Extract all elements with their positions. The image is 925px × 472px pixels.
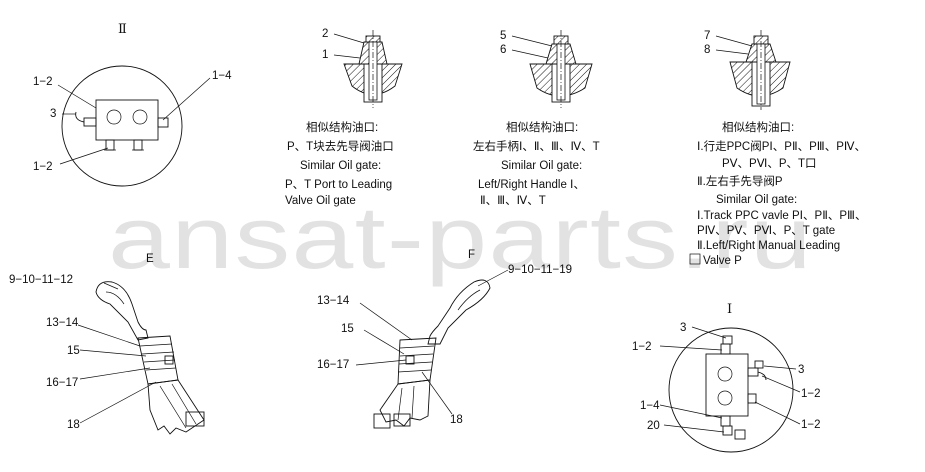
callout-18-left: 18 xyxy=(67,419,80,431)
callout-1: 1 xyxy=(322,49,328,61)
fitting-section-2: 5 6 xyxy=(500,30,593,108)
view-ii-title: Ⅱ xyxy=(118,21,127,36)
note-left: 相似结构油口: P、T块去先导阀油口 Similar Oil gate: P、T… xyxy=(285,120,394,207)
note-middle: 相似结构油口: 左右手柄Ⅰ、Ⅱ、Ⅲ、Ⅳ、T Similar Oil gate: … xyxy=(473,120,600,207)
note-right-line-2: Ⅰ.行走PPC阀PⅠ、PⅡ、PⅢ、PⅣ、 xyxy=(697,139,866,153)
note-left-line-4: P、T Port to Leading xyxy=(285,179,392,191)
view-e-title: E xyxy=(146,253,154,265)
callout-1-2-i-left: 1−2 xyxy=(632,341,652,353)
view-i-detail: Ⅰ 3 1−2 3 1−2 1−4 20 1−2 xyxy=(632,301,821,453)
view-ii-detail: Ⅱ 1−2 3 1−4 1−2 xyxy=(33,21,232,187)
note-right-line-1: 相似结构油口: xyxy=(722,120,794,134)
callout-20-i: 20 xyxy=(647,420,660,432)
callout-6: 6 xyxy=(500,44,506,56)
callout-1-2-top: 1−2 xyxy=(33,76,53,88)
callout-9-19: 9−10−11−19 xyxy=(508,264,572,276)
callout-1-2-i-right-bottom: 1−2 xyxy=(801,419,821,431)
callout-9-12: 9−10−11−12 xyxy=(9,274,73,286)
note-left-line-2: P、T块去先导阀油口 xyxy=(287,139,394,153)
callout-13-14-mid: 13−14 xyxy=(317,295,350,307)
note-right: 相似结构油口: Ⅰ.行走PPC阀PⅠ、PⅡ、PⅢ、PⅣ、 PⅤ、PⅥ、P、T口 … xyxy=(689,120,866,267)
callout-3-left: 3 xyxy=(50,108,56,120)
note-middle-line-5: Ⅱ、Ⅲ、Ⅳ、T xyxy=(480,195,546,207)
note-middle-line-2: 左右手柄Ⅰ、Ⅱ、Ⅲ、Ⅳ、T xyxy=(473,139,600,153)
view-i-title: Ⅰ xyxy=(727,301,732,316)
note-left-line-3: Similar Oil gate: xyxy=(300,160,381,172)
callout-2: 2 xyxy=(322,28,328,40)
callout-15-left: 15 xyxy=(67,345,80,357)
note-right-line-3: PⅤ、PⅥ、P、T口 xyxy=(722,158,817,170)
note-right-line-5: Similar Oil gate: xyxy=(716,194,797,206)
note-left-line-1: 相似结构油口: xyxy=(306,120,378,134)
joystick-view-e: E 9−10−11−12 13−14 15 16−17 18 xyxy=(9,253,205,435)
fitting-section-1: 2 1 xyxy=(322,28,403,108)
callout-18-mid: 18 xyxy=(450,414,463,426)
callout-16-17-mid: 16−17 xyxy=(317,359,349,371)
callout-1-2-i-right-top: 1−2 xyxy=(801,388,821,400)
callout-8: 8 xyxy=(704,44,710,56)
callout-3-i-right: 3 xyxy=(798,364,804,376)
callout-3-i-top: 3 xyxy=(680,322,686,334)
note-right-line-4: Ⅱ.左右手先导阀P xyxy=(697,174,783,188)
callout-1-2-bottom: 1−2 xyxy=(33,161,53,173)
note-right-line-7: PⅣ、PⅤ、PⅥ、P、T gate xyxy=(697,225,835,237)
callout-16-17-left: 16−17 xyxy=(46,377,78,389)
callout-1-4-top: 1−4 xyxy=(212,70,232,82)
watermark-text: ansat-parts.ru xyxy=(108,188,813,287)
callout-7: 7 xyxy=(704,30,710,42)
note-right-line-9: Valve P xyxy=(703,255,742,267)
note-right-line-6: Ⅰ.Track PPC vavle PⅠ、PⅡ、PⅢ、 xyxy=(697,210,866,222)
note-right-line-8: Ⅱ.Left/Right Manual Leading xyxy=(697,240,840,252)
note-middle-line-4: Left/Right Handle Ⅰ、 xyxy=(478,179,585,191)
callout-5: 5 xyxy=(500,30,506,42)
joystick-view-f: F 9−10−11−19 13−14 15 16−17 18 xyxy=(317,249,572,429)
note-middle-line-1: 相似结构油口: xyxy=(506,120,578,134)
callout-13-14-left: 13−14 xyxy=(46,317,79,329)
note-left-line-5: Valve Oil gate xyxy=(285,195,356,207)
callout-1-4-i: 1−4 xyxy=(640,400,660,412)
view-f-title: F xyxy=(468,249,475,261)
note-middle-line-3: Similar Oil gate: xyxy=(501,160,582,172)
callout-15-mid: 15 xyxy=(341,323,354,335)
fitting-section-3: 7 8 xyxy=(704,30,791,110)
